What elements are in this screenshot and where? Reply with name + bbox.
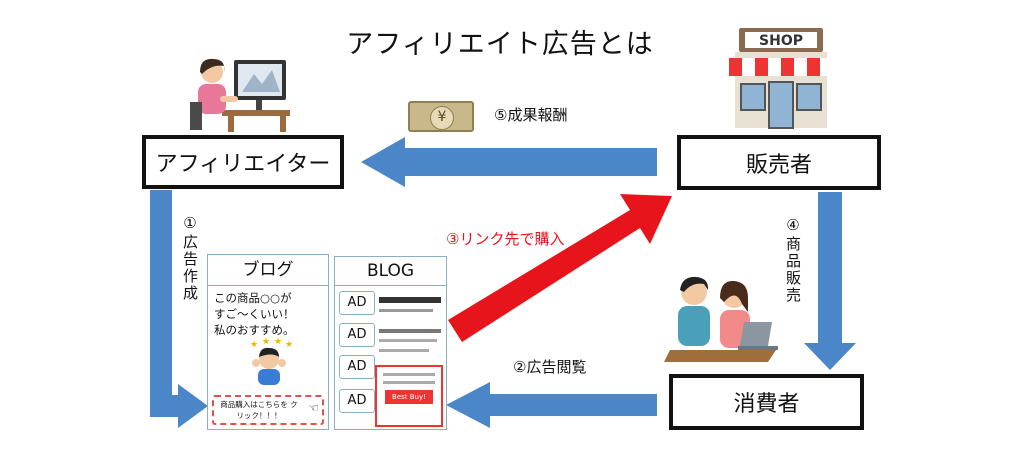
yen-banknote-icon: ¥ [408, 101, 474, 132]
shop-sign-text: SHOP [759, 33, 803, 49]
blog-jp-mockup: ブログ この商品○○が すご～くいい！ 私のおすすめ。 ★ ★ ★ ★ 商品購入… [207, 254, 329, 430]
text-line [379, 297, 441, 303]
label-step4: ④商品販売 [784, 216, 802, 304]
blog-jp-body: この商品○○が すご～くいい！ 私のおすすめ。 [208, 286, 328, 342]
node-consumer: 消費者 [669, 374, 864, 430]
svg-text:★: ★ [285, 340, 293, 350]
blog-en-mockup: BLOG AD AD AD AD Best Buy! [334, 256, 447, 430]
svg-text:★: ★ [274, 337, 282, 347]
best-buy-button[interactable]: Best Buy! [385, 390, 433, 404]
arrow-purchase [448, 194, 672, 342]
blog-jp-line: この商品○○が [214, 291, 292, 305]
arrow-create-ad [150, 190, 208, 428]
svg-text:★: ★ [262, 337, 270, 347]
couple-at-laptop-icon [664, 276, 778, 362]
blog-jp-header: ブログ [208, 255, 328, 286]
arrow-sell [804, 192, 856, 370]
node-affiliator: アフィリエイター [142, 135, 344, 189]
blog-jp-line: すご～くいい！ [214, 307, 295, 321]
ad-slot[interactable]: AD [339, 389, 375, 413]
label-step5: ⑤成果報酬 [494, 106, 568, 124]
text-line [379, 349, 429, 352]
blog-en-header: BLOG [335, 257, 446, 286]
ad-slot[interactable]: AD [339, 323, 375, 347]
diagram-title: アフィリエイト広告とは [346, 29, 654, 60]
label-step2: ②広告閲覧 [513, 358, 587, 376]
arrow-view [446, 382, 657, 428]
blog-jp-line: 私のおすすめ。 [214, 323, 295, 337]
text-line [379, 309, 433, 312]
excited-boy-icon: ★ ★ ★ ★ [250, 337, 293, 385]
ad-slot[interactable]: AD [339, 355, 375, 379]
text-line [379, 329, 441, 333]
pointing-hand-icon: ☜ [308, 401, 319, 415]
text-line [379, 339, 437, 342]
text-line [383, 381, 435, 384]
shop-building-icon: SHOP [729, 28, 833, 129]
woman-at-computer-icon [190, 58, 290, 132]
text-line [383, 373, 435, 376]
arrow-reward [361, 137, 657, 187]
svg-text:★: ★ [250, 340, 258, 350]
node-seller: 販売者 [677, 135, 881, 190]
blog-jp-cta-text: 商品購入はこちらを クリック！！！ [220, 400, 298, 420]
highlighted-ad: Best Buy! [375, 365, 443, 427]
blog-jp-cta-button[interactable]: 商品購入はこちらを クリック！！！ ☜ [212, 395, 324, 425]
label-step3: ③リンク先で購入 [446, 230, 565, 248]
label-step1: ①広告作成 [181, 214, 199, 302]
ad-slot[interactable]: AD [339, 291, 375, 315]
